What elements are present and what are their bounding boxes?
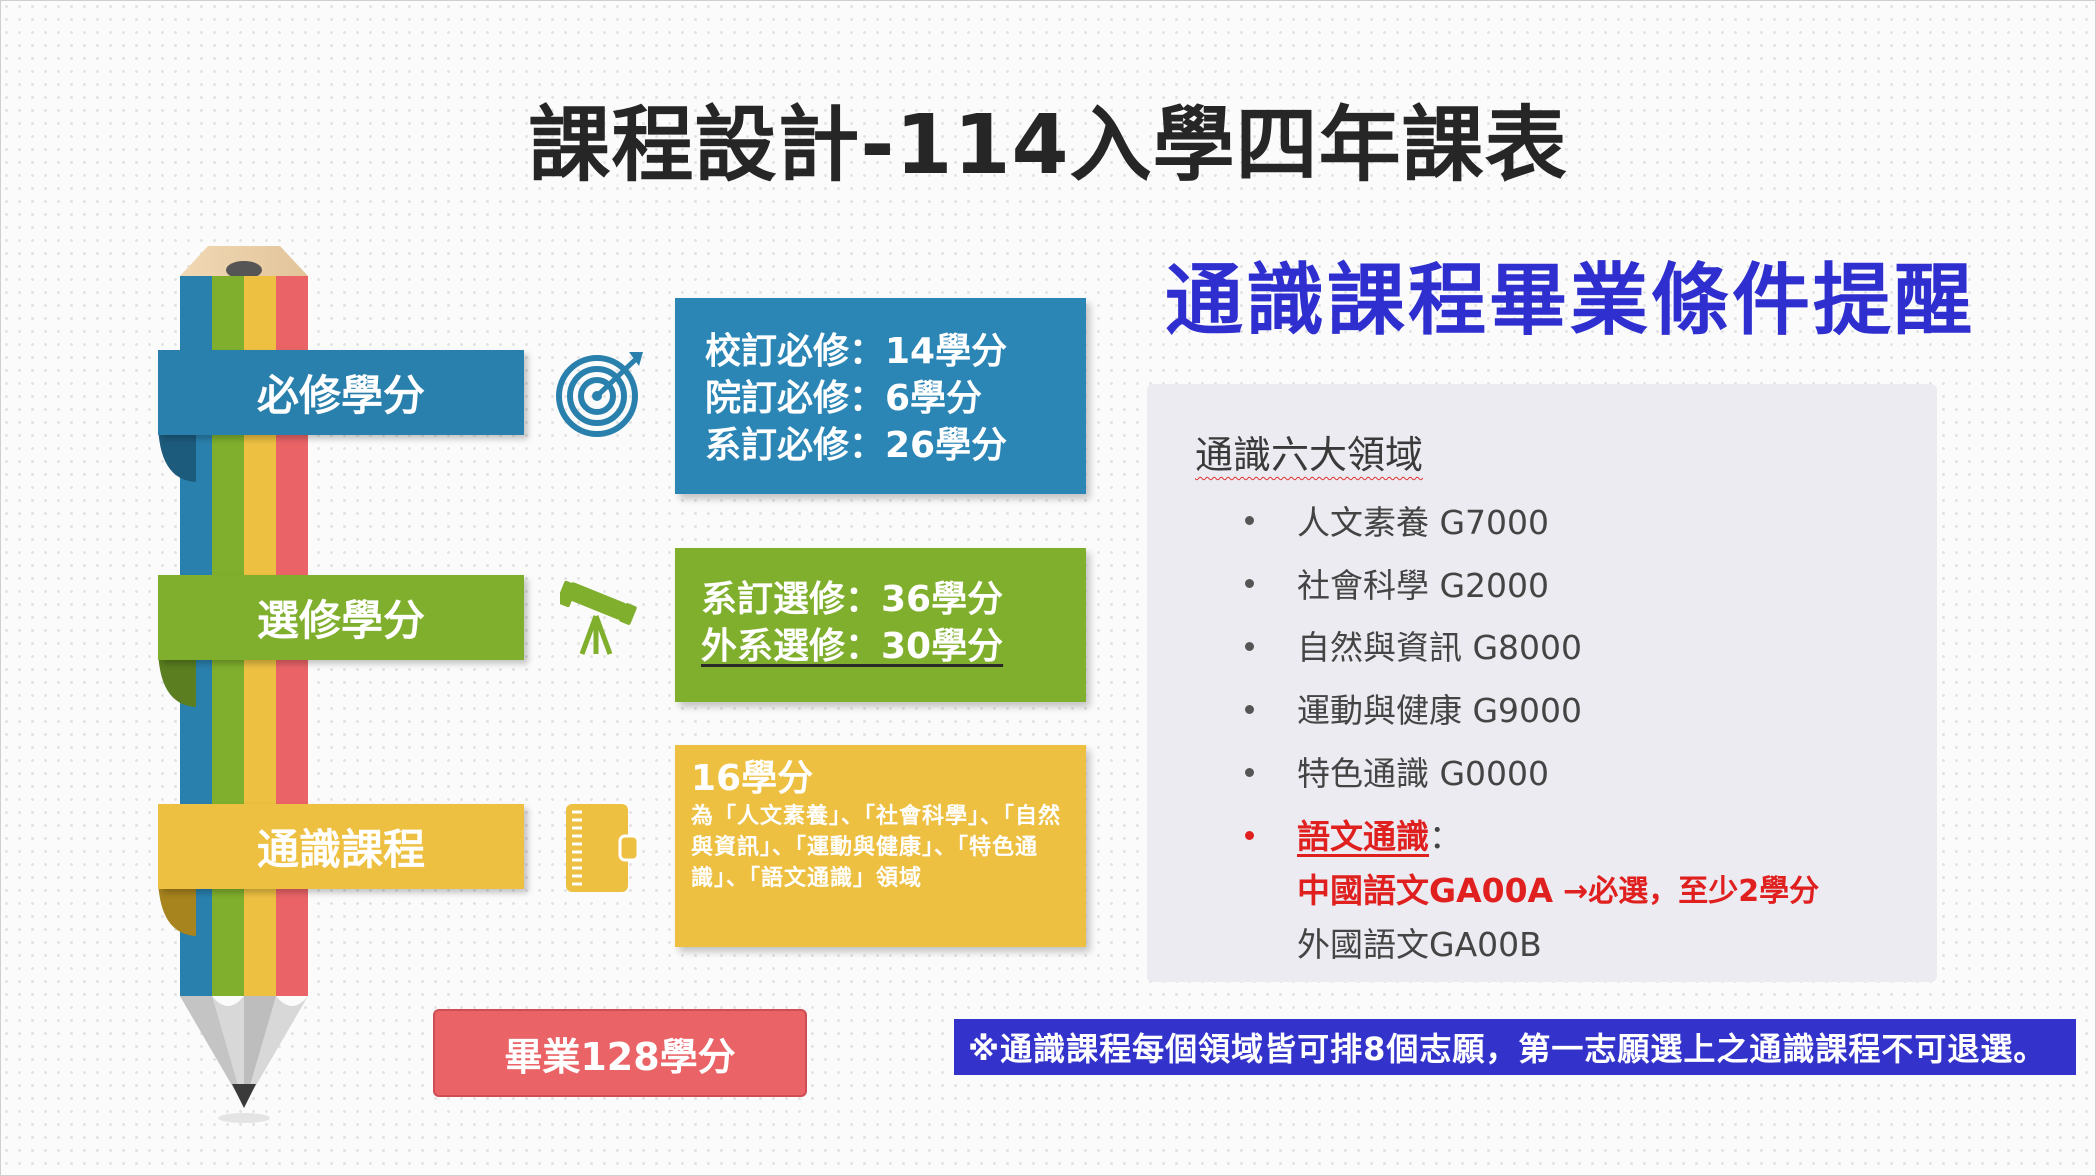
- foreign-language-item: 外國語文GA00B: [1297, 925, 1542, 964]
- general-education-box: 16學分 為「人文素養」、「社會科學」、「自然與資訊」、「運動與健康」、「特色通…: [675, 745, 1086, 947]
- subtitle: 通識課程畢業條件提醒: [1164, 256, 1975, 346]
- language-label: 語文通識: [1297, 817, 1429, 856]
- elective-credits-ribbon: 選修學分: [158, 575, 524, 660]
- domain-item: 社會科學 G2000: [1297, 566, 1550, 605]
- elective-credits-label: 選修學分: [256, 596, 425, 645]
- domain-item: 運動與健康 G9000: [1297, 691, 1583, 730]
- required-line: 系訂必修：26學分: [705, 425, 1008, 466]
- language-colon: ：: [1429, 817, 1462, 856]
- graduation-credits-badge: 畢業128學分: [433, 1009, 807, 1097]
- required-credits-label: 必修學分: [256, 371, 425, 420]
- bullet: [1245, 768, 1254, 777]
- domain-item: 特色通識 G0000: [1297, 754, 1550, 793]
- notice-banner: ※通識課程每個領域皆可排8個志願，第一志願選上之通識課程不可退選。: [954, 1019, 2076, 1075]
- bullet: [1245, 642, 1254, 651]
- language-domain-item: 語文通識 ：: [1297, 810, 1462, 858]
- notebook-icon: [566, 804, 640, 892]
- required-credits-ribbon: 必修學分: [158, 350, 524, 435]
- domain-item: 人文素養 G7000: [1297, 503, 1550, 542]
- ribbon-curl: [158, 874, 196, 936]
- chinese-language-note: →必選，至少2學分: [1563, 874, 1820, 909]
- general-education-panel: 通識六大領域 人文素養 G7000 社會科學 G2000 自然與資訊 G8000…: [1147, 384, 1937, 982]
- ribbon-curl: [158, 420, 196, 482]
- elective-line: 系訂選修：36學分: [701, 579, 1004, 620]
- elective-line: 外系選修：30學分: [701, 626, 1004, 667]
- bullet: [1245, 516, 1254, 525]
- required-credits-box: 校訂必修：14學分 院訂必修：6學分 系訂必修：26學分: [675, 298, 1086, 494]
- required-line: 校訂必修：14學分: [705, 331, 1008, 372]
- domain-item: 自然與資訊 G8000: [1297, 628, 1583, 667]
- chinese-language-item: 中國語文GA00A →必選，至少2學分: [1297, 864, 1819, 912]
- general-credits: 16學分: [691, 758, 814, 799]
- general-education-label: 通識課程: [256, 825, 425, 874]
- chinese-language-code: 中國語文GA00A: [1297, 871, 1554, 910]
- telescope-icon: [560, 580, 637, 655]
- page-title: 課程設計-114入學四年課表: [528, 98, 1568, 193]
- panel-title: 通識六大領域: [1195, 433, 1424, 477]
- target-icon: [556, 352, 643, 437]
- bullet: [1245, 705, 1254, 714]
- ribbon-curl: [158, 645, 196, 707]
- elective-credits-box: 系訂選修：36學分 外系選修：30學分: [675, 548, 1086, 702]
- required-line: 院訂必修：6學分: [705, 378, 983, 419]
- bullet: [1245, 831, 1254, 840]
- general-education-ribbon: 通識課程: [158, 804, 524, 889]
- general-description: 為「人文素養」、「社會科學」、「自然與資訊」、「運動與健康」、「特色通識」、「語…: [691, 804, 1062, 891]
- bullet: [1245, 579, 1254, 588]
